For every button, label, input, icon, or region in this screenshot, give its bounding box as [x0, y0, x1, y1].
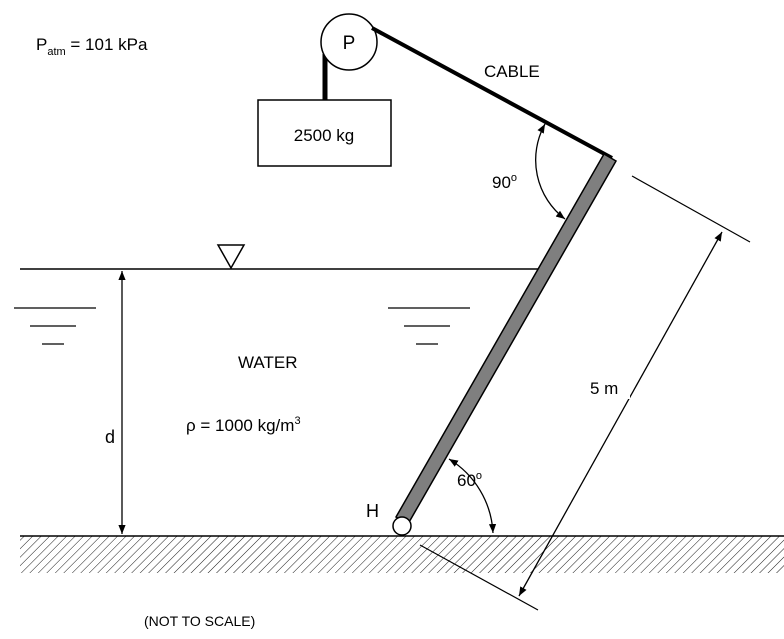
weight-mass-label: 2500 kg: [294, 126, 355, 145]
gate: [394, 152, 618, 526]
angle-90-arc: [535, 123, 566, 220]
atmospheric-pressure-label: Patm = 101 kPa: [36, 35, 148, 58]
cable: [371, 26, 613, 160]
depth-label: d: [105, 427, 115, 447]
weight-block: [257, 99, 392, 167]
pulley-label: P: [343, 33, 356, 54]
hinge: [392, 516, 412, 536]
length-label: 5 m: [590, 379, 618, 398]
angle-90-label: 90o: [492, 172, 517, 192]
free-surface-triangle-icon: [216, 244, 246, 270]
pulley: [320, 13, 378, 71]
water-level-marks-right: [388, 307, 470, 345]
length-extension-top: [631, 175, 751, 243]
length-dimension-arrow: [518, 231, 723, 597]
length-label-bg: [586, 375, 630, 399]
water-level-marks-left: [14, 307, 96, 345]
ground-hatch: [20, 536, 784, 573]
water-label: WATER: [238, 353, 298, 372]
hinge-label: H: [366, 501, 379, 521]
angle-60-label: 60o: [457, 470, 482, 490]
density-label: ρ = 1000 kg/m3: [186, 415, 301, 435]
cable-label: CABLE: [484, 62, 540, 81]
angle-60-arc: [448, 458, 497, 534]
not-to-scale-note: (NOT TO SCALE): [144, 613, 255, 629]
length-extension-bottom: [419, 544, 539, 611]
